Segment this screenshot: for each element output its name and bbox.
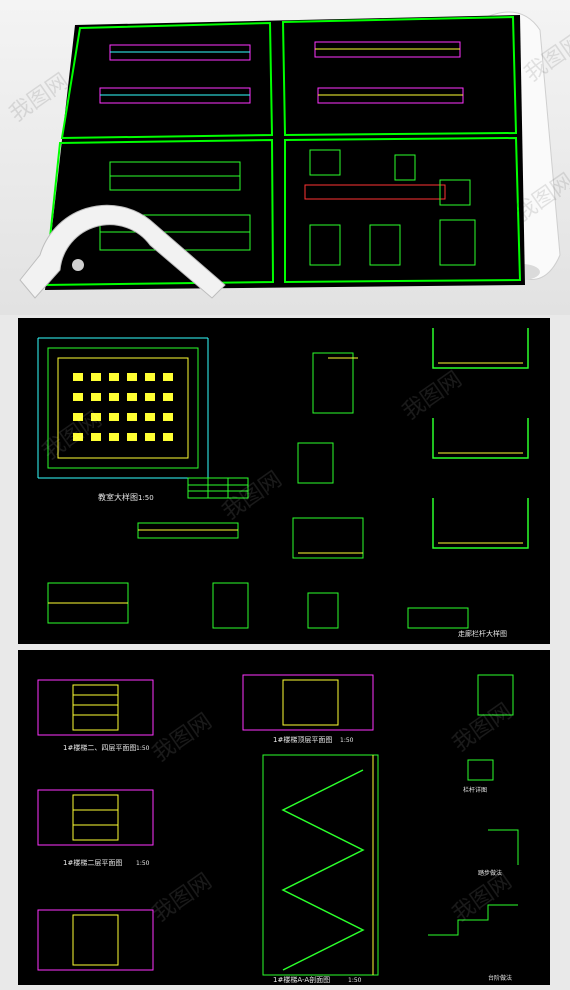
legend-table: [187, 477, 249, 499]
desk: [73, 413, 83, 421]
desk: [145, 433, 155, 441]
drawing-panel-classroom: 教室大样图 1:50: [18, 318, 550, 644]
stair-2-scale: 1:50: [136, 860, 150, 867]
desk: [145, 373, 155, 381]
desk: [163, 433, 173, 441]
desk: [91, 373, 101, 381]
stair-23-title: 1#楼梯二、四层平面图: [63, 743, 136, 752]
desk: [109, 433, 119, 441]
desk: [73, 393, 83, 401]
desk: [91, 413, 101, 421]
stair-plan-2-4: [37, 679, 154, 736]
desk: [145, 413, 155, 421]
stair-plan-2: [37, 789, 154, 846]
stair-section-scale: 1:50: [348, 977, 362, 984]
drawing-panel-stairs: 1#楼梯二、四层平面图 1:50 1#楼梯二层平面图 1:50 1#楼梯顶层平面…: [18, 650, 550, 985]
stair-plan-top: [242, 674, 374, 731]
sheet-illustration: [19, 11, 561, 299]
desk: [145, 393, 155, 401]
stair-section: [262, 754, 379, 976]
quadrant-3-elevations: [99, 161, 251, 251]
classroom-scale: 1:50: [138, 494, 154, 502]
classroom-title: 教室大样图: [98, 492, 138, 502]
desk: [127, 393, 137, 401]
quadrant-2-plans: [314, 41, 464, 104]
corridor-sections: [432, 328, 529, 549]
stair-top-title: 1#楼梯顶层平面图: [273, 735, 332, 744]
middle-details: [47, 352, 469, 629]
desk: [91, 393, 101, 401]
classroom-plan: [37, 337, 209, 479]
desk: [127, 373, 137, 381]
stair-23-scale: 1:50: [136, 745, 150, 752]
desk: [163, 413, 173, 421]
stair-2-title: 1#楼梯二层平面图: [63, 858, 122, 867]
stair-detail-label: 台阶做法: [488, 974, 512, 982]
stair-plan-1: [37, 909, 154, 971]
desk: [127, 413, 137, 421]
desk: [163, 393, 173, 401]
desk: [163, 373, 173, 381]
quadrant-1-plans: [99, 44, 251, 104]
sheet-preview: [0, 0, 570, 315]
stair-top-scale: 1:50: [340, 737, 354, 744]
desk: [91, 433, 101, 441]
step-label: 踏步做法: [478, 869, 502, 877]
desk: [109, 393, 119, 401]
desk: [73, 433, 83, 441]
protractor-ruler: [19, 204, 226, 299]
handrail-label: 栏杆详图: [463, 786, 487, 794]
desk: [73, 373, 83, 381]
right-details: [428, 674, 519, 936]
desk: [109, 413, 119, 421]
stair-section-title: 1#楼梯A-A剖面图: [273, 975, 330, 984]
quadrant-4-details: [304, 149, 476, 266]
desk-grid: [73, 373, 173, 441]
detail-title: 走廊栏杆大样图: [458, 629, 507, 638]
desk: [127, 433, 137, 441]
desk: [109, 373, 119, 381]
